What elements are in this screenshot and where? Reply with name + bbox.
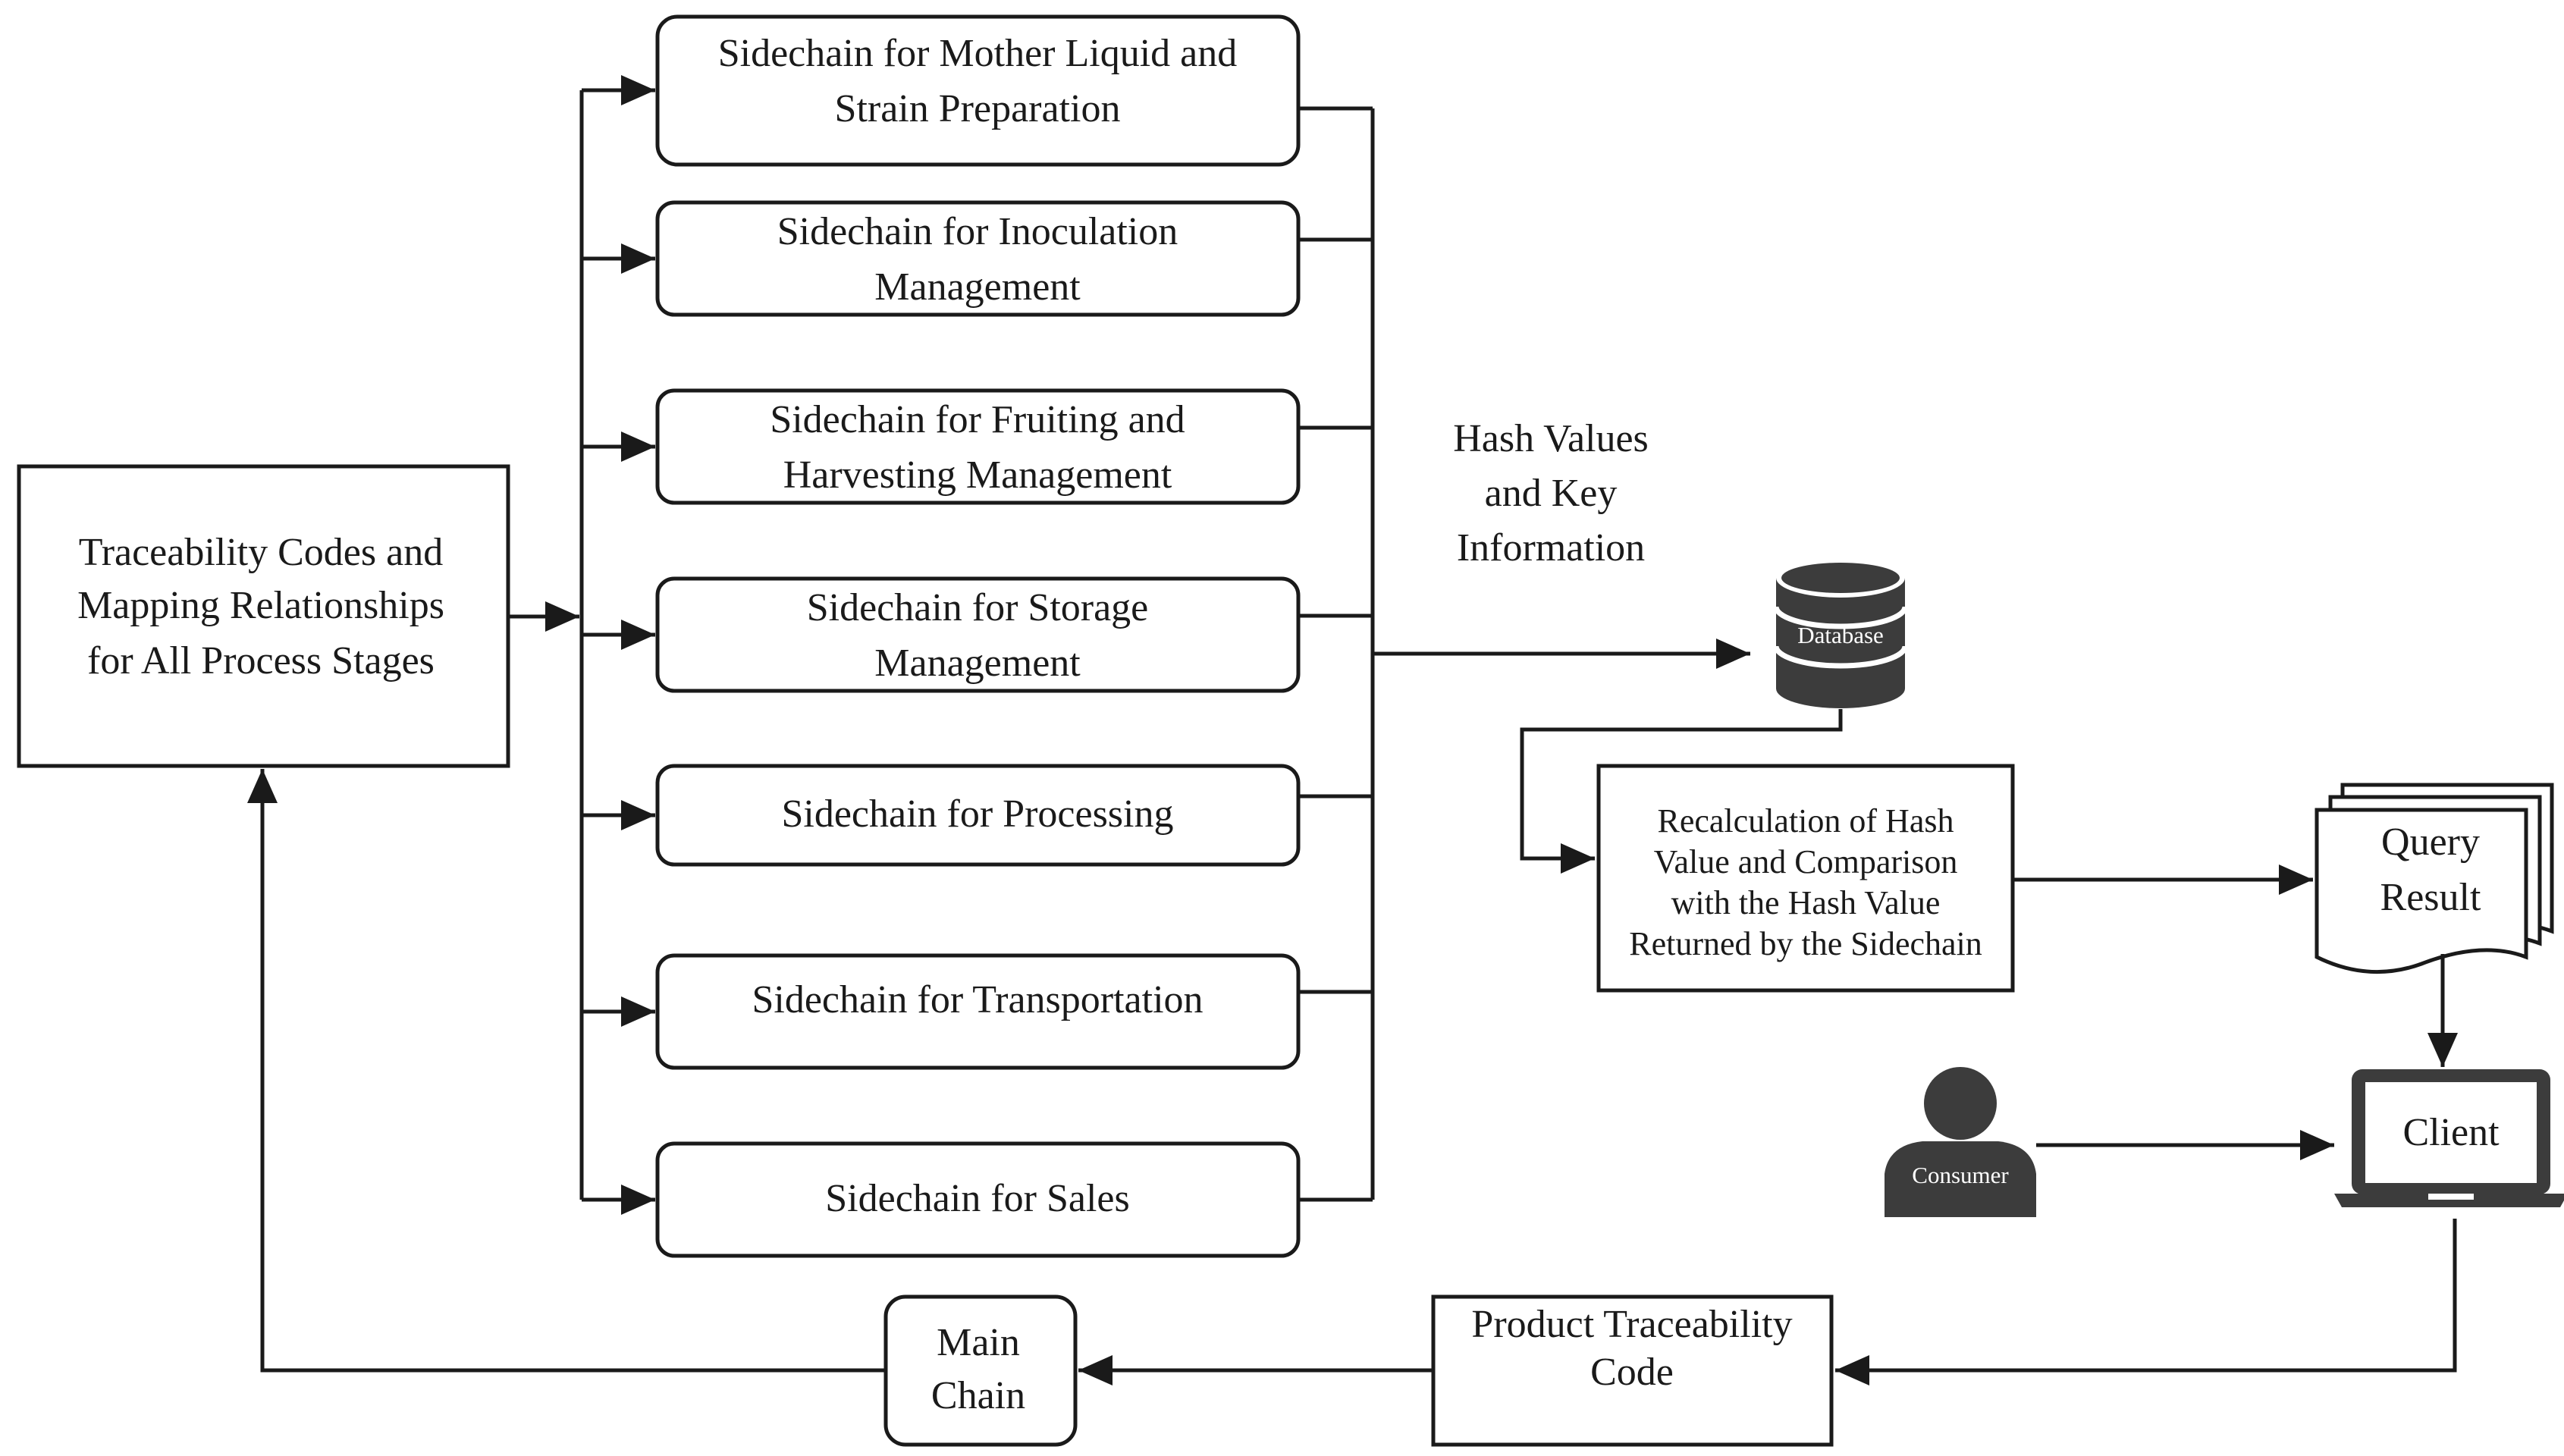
sidechain-processing-label: Sidechain for Processing — [781, 792, 1173, 836]
query-result-document: Query Result — [2315, 783, 2554, 974]
database-icon: Database — [1773, 558, 1908, 708]
sidechain-inoculation-box: Sidechain for Inoculation Management — [655, 200, 1301, 317]
sidechain-mother-liquid-line-1: Sidechain for Mother Liquid and — [718, 32, 1238, 75]
main-chain-line-1: Main — [937, 1321, 1020, 1364]
client-laptop-icon: Client — [2334, 1069, 2564, 1207]
client-label: Client — [2402, 1111, 2500, 1154]
recalc-line-4: Returned by the Sidechain — [1629, 925, 1982, 962]
sidechain-sales-label: Sidechain for Sales — [825, 1177, 1129, 1220]
sidechain-inoculation-line-1: Sidechain for Inoculation — [777, 210, 1178, 253]
recalculation-box: Recalculation of Hash Value and Comparis… — [1596, 764, 2015, 993]
sidechain-fruiting-line-2: Harvesting Management — [783, 453, 1172, 497]
sidechain-fruiting-line-1: Sidechain for Fruiting and — [770, 398, 1185, 441]
hash-values-line-1: Hash Values — [1453, 417, 1649, 460]
query-result-line-1: Query — [2381, 821, 2480, 864]
sidechain-transportation-box: Sidechain for Transportation — [655, 953, 1301, 1070]
recalc-line-1: Recalculation of Hash — [1658, 802, 1954, 839]
hash-values-line-2: and Key — [1485, 472, 1618, 515]
query-result-line-2: Result — [2380, 876, 2481, 919]
main-chain-to-traceability-connector — [247, 769, 886, 1373]
hash-values-label: Hash Values and Key Information — [1453, 417, 1649, 570]
client-to-product-code-connector — [1835, 1219, 2457, 1385]
sidechain-storage-box: Sidechain for Storage Management — [655, 576, 1301, 693]
traceability-codes-line-1: Traceability Codes and — [79, 531, 443, 574]
product-code-line-2: Code — [1590, 1351, 1674, 1394]
traceability-codes-line-2: Mapping Relationships — [77, 584, 444, 627]
consumer-label: Consumer — [1912, 1162, 2009, 1188]
sidechain-mother-liquid-box: Sidechain for Mother Liquid and Strain P… — [655, 14, 1301, 167]
traceability-codes-line-3: for All Process Stages — [87, 639, 435, 682]
sidechain-fruiting-box: Sidechain for Fruiting and Harvesting Ma… — [655, 388, 1301, 505]
recalc-line-2: Value and Comparison — [1654, 843, 1958, 880]
database-label: Database — [1797, 622, 1884, 648]
traceability-codes-box: Traceability Codes and Mapping Relations… — [17, 464, 510, 768]
recalc-line-3: with the Hash Value — [1671, 884, 1941, 921]
collection-connectors — [1298, 106, 1750, 1202]
sidechain-mother-liquid-line-2: Strain Preparation — [835, 87, 1121, 130]
sidechain-transportation-label: Sidechain for Transportation — [752, 978, 1203, 1021]
main-chain-line-2: Chain — [931, 1374, 1025, 1417]
hash-values-line-3: Information — [1457, 526, 1645, 570]
sidechain-processing-box: Sidechain for Processing — [655, 764, 1301, 867]
distribution-connectors — [508, 75, 655, 1215]
database-to-recalc-connector — [1520, 709, 1843, 874]
product-code-line-1: Product Traceability — [1471, 1303, 1792, 1346]
product-traceability-code-box: Product Traceability Code — [1431, 1294, 1834, 1447]
main-chain-box: Main Chain — [883, 1294, 1078, 1447]
consumer-user-icon: Consumer — [1885, 1067, 2036, 1217]
sidechain-inoculation-line-2: Management — [874, 265, 1081, 309]
sidechain-storage-line-1: Sidechain for Storage — [807, 586, 1149, 629]
sidechain-storage-line-2: Management — [874, 642, 1081, 685]
sidechain-sales-box: Sidechain for Sales — [655, 1141, 1301, 1258]
